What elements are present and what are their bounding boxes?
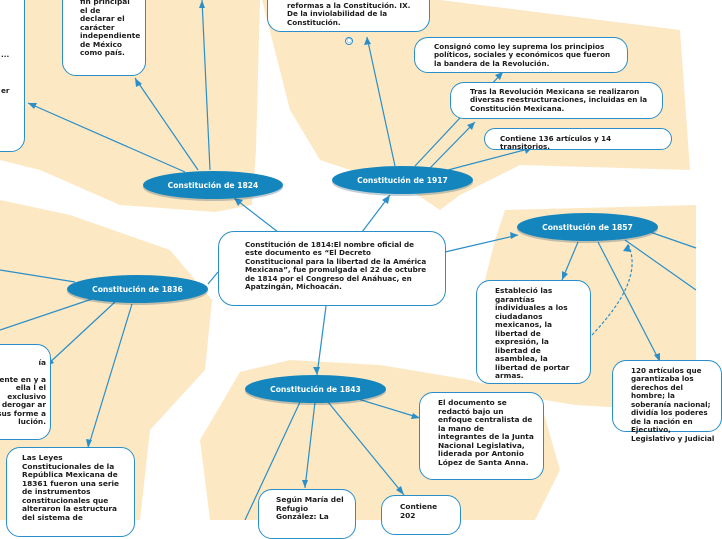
- card-1857-establecio[interactable]: Estableció las garantías individuales a …: [476, 280, 591, 384]
- card-1917-reformas-text: reformas a la Constitución. IX. De la in…: [287, 1, 411, 27]
- card-1857-120-articulos[interactable]: 120 artículos que garantizaba los derech…: [612, 360, 722, 443]
- card-1843-documento[interactable]: El documento se redactó bajo un enfoque …: [419, 392, 544, 480]
- center-topic-text: Constitución de 1814:El nombre oficial d…: [245, 240, 427, 292]
- collapse-toggle-icon[interactable]: ○: [345, 37, 353, 45]
- card-1836-leyes[interactable]: Las Leyes Constitucionales de la Repúbli…: [6, 447, 135, 537]
- line-1824-top: [201, 0, 211, 171]
- card-1917-consigno[interactable]: Consignó como ley suprema los principios…: [414, 37, 628, 73]
- line-1836-left: [0, 297, 96, 331]
- card-1857-establecio-text: Estableció las garantías individuales a …: [495, 286, 570, 381]
- card-1824-left-mid-text: er: [1, 86, 10, 96]
- card-1824-fin-text: fin principal el de declarar el carácter…: [80, 0, 141, 58]
- topic-constitucion-1824[interactable]: Constitución de 1824: [143, 171, 283, 199]
- topic-constitucion-1843[interactable]: Constitución de 1843: [245, 375, 386, 403]
- topic-1824-label: Constitución de 1824: [167, 180, 259, 190]
- topic-constitucion-1836[interactable]: Constitución de 1836: [67, 275, 208, 303]
- card-1836-left[interactable]: ía ente en y a ella l el exclusivo derog…: [0, 344, 51, 440]
- line-1843-segun: [304, 401, 316, 489]
- line-1843-left: [244, 401, 301, 521]
- line-1843-contiene: [327, 401, 405, 496]
- center-topic-card[interactable]: Constitución de 1814:El nombre oficial d…: [218, 231, 446, 306]
- line-1917-tras: [429, 121, 476, 169]
- topic-1836-label: Constitución de 1836: [92, 284, 183, 294]
- line-center-1857: [444, 234, 519, 253]
- card-1857-120-text: 120 artículos que garantizaba los derech…: [631, 366, 715, 443]
- topic-1917-label: Constitución de 1917: [357, 175, 448, 185]
- card-1917-contiene-text: Contiene 136 artículos y 14 transitorios…: [500, 134, 612, 152]
- card-1843-segun-text: Según María del Refugio González: La: [276, 495, 344, 522]
- topic-constitucion-1857[interactable]: Constitución de 1857: [517, 213, 658, 241]
- card-1917-consigno-text: Consignó como ley suprema los principios…: [434, 42, 611, 68]
- card-1824-left-top-text: ...: [1, 50, 10, 59]
- card-1843-contiene-text: Contiene 202: [400, 502, 438, 520]
- topic-constitucion-1917[interactable]: Constitución de 1917: [332, 166, 473, 194]
- line-1824-fin: [134, 77, 199, 171]
- line-1857-120: [597, 241, 661, 363]
- card-1917-contiene[interactable]: Contiene 136 artículos y 14 transitorios…: [484, 128, 672, 152]
- line-center-1824: [233, 197, 279, 233]
- connector-lines: [0, 0, 697, 521]
- topic-1857-label: Constitución de 1857: [542, 222, 633, 232]
- line-1836-up: [0, 269, 76, 283]
- card-1917-tras[interactable]: Tras la Revolución Mexicana se realizaro…: [450, 82, 663, 119]
- line-1917-contiene: [447, 147, 533, 171]
- card-1836-leyes-text: Las Leyes Constitucionales de la Repúbli…: [22, 453, 120, 522]
- card-1824-fin-principal[interactable]: fin principal el de declarar el carácter…: [62, 0, 146, 76]
- line-1836-leyes: [87, 303, 133, 449]
- line-1857-dashed: [591, 243, 633, 336]
- card-1917-tras-text: Tras la Revolución Mexicana se realizaro…: [470, 87, 648, 113]
- card-1824-left[interactable]: ... er: [0, 0, 25, 152]
- line-1857-right: [624, 239, 697, 291]
- line-center-1843: [316, 305, 327, 376]
- collapse-toggle-symbol: ○: [346, 37, 352, 44]
- card-1843-contiene[interactable]: Contiene 202: [381, 495, 461, 535]
- line-1824-left: [27, 102, 186, 173]
- card-1843-documento-text: El documento se redactó bajo un enfoque …: [438, 398, 534, 467]
- card-1917-reformas[interactable]: reformas a la Constitución. IX. De la in…: [267, 0, 430, 32]
- card-1843-segun[interactable]: Según María del Refugio González: La: [258, 489, 356, 539]
- line-1836-card: [45, 301, 116, 367]
- card-1836-left-text: ía ente en y a ella l el exclusivo derog…: [0, 357, 46, 427]
- line-1857-right2: [649, 231, 697, 249]
- line-center-1836: [207, 271, 219, 285]
- topic-1843-label: Constitución de 1843: [270, 384, 361, 394]
- line-1917-reformas: [366, 36, 396, 167]
